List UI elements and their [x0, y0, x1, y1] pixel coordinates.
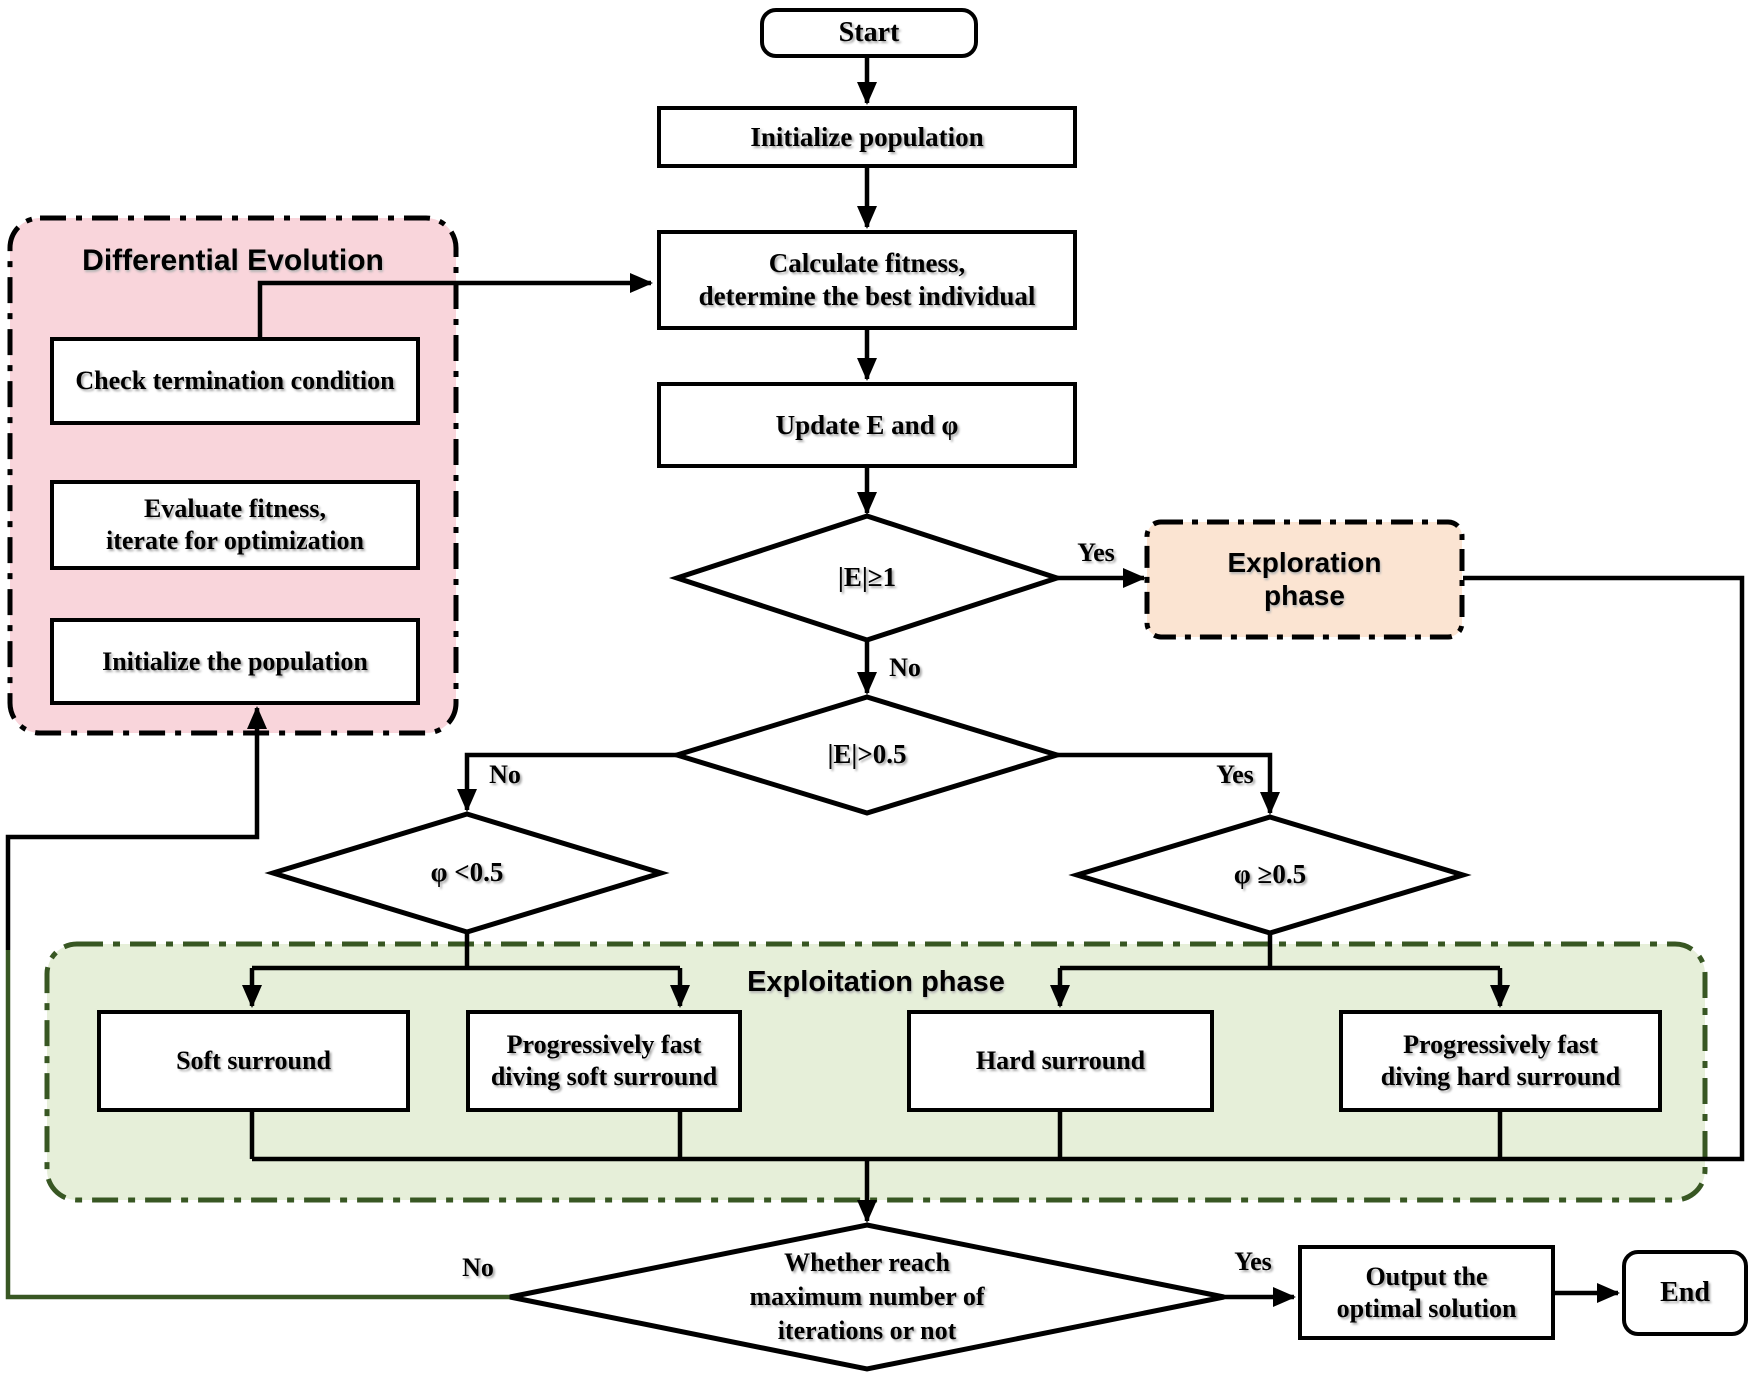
edge-e05-yes	[1057, 752, 1280, 815]
prog-soft-surround-node: Progressively fast diving soft surround	[466, 1010, 742, 1112]
e-gt-05-label: |E|>0.5	[717, 735, 1017, 775]
prog-soft-surround-line2: diving soft surround	[490, 1062, 718, 1091]
edge-phige-split	[1060, 933, 1500, 971]
e-gt-05-yes-label: Yes	[1216, 760, 1254, 789]
max-iterations-line1: Whether reach	[784, 1248, 950, 1278]
differential-evolution-title: Differential Evolution	[82, 244, 384, 277]
phi-ge-05-label: φ ≥0.5	[1120, 855, 1420, 895]
check-termination-node: Check termination condition	[50, 337, 420, 425]
edge-de-to-calc	[257, 273, 653, 337]
e-ge-1-label: |E|≥1	[717, 558, 1017, 598]
update-e-phi-node: Update E and φ	[657, 382, 1077, 468]
evaluate-fitness-line2: iterate for optimization	[106, 526, 364, 555]
start-label: Start	[838, 16, 900, 48]
soft-surround-label: Soft surround	[176, 1046, 331, 1076]
prog-hard-surround-line1: Progressively fast	[1403, 1030, 1598, 1060]
check-termination-label: Check termination condition	[75, 366, 395, 396]
output-solution-line2: optimal solution	[1336, 1293, 1517, 1323]
max-iterations-line2: maximum number of	[749, 1282, 985, 1312]
e-gt-05-text: |E|>0.5	[827, 739, 907, 770]
edge-lines	[5, 58, 1745, 1307]
calculate-fitness-node: Calculate fitness, determine the best in…	[657, 230, 1077, 330]
soft-surround-node: Soft surround	[97, 1010, 410, 1112]
e-ge-1-no-label: No	[889, 653, 921, 682]
diamond-max-iterations	[509, 1222, 1225, 1372]
exploration-phase-line2: phase	[1264, 579, 1345, 611]
initialize-the-population-label: Initialize the population	[102, 646, 368, 676]
start-node: Start	[760, 8, 978, 58]
diamond-phi-ge-05	[1068, 814, 1472, 936]
e-ge-1-yes-label: Yes	[1077, 538, 1115, 567]
evaluate-fitness-node: Evaluate fitness, iterate for optimizati…	[50, 480, 420, 570]
exploration-phase-group	[1144, 519, 1465, 640]
edge-philt-split	[252, 932, 680, 971]
edge-exploration-to-collector	[252, 575, 1745, 1162]
max-iterations-line3: iterations or not	[777, 1315, 957, 1345]
iteration-yes-label: Yes	[1234, 1247, 1272, 1276]
initialize-the-population-node: Initialize the population	[50, 618, 420, 705]
initialize-population-label: Initialize population	[750, 121, 984, 152]
phi-lt-05-text: φ <0.5	[430, 857, 504, 888]
hard-surround-node: Hard surround	[907, 1010, 1214, 1112]
e-ge-1-text: |E|≥1	[837, 562, 897, 593]
end-node: End	[1622, 1250, 1748, 1336]
update-e-phi-label: Update E and φ	[775, 409, 959, 440]
exploitation-phase-title: Exploitation phase	[747, 966, 1005, 998]
edge-surround-outputs	[249, 1112, 1503, 1159]
max-iterations-label: Whether reach maximum number of iteratio…	[617, 1246, 1117, 1348]
phi-ge-05-text: φ ≥0.5	[1233, 859, 1307, 890]
calculate-fitness-line2: determine the best individual	[698, 281, 1036, 311]
edge-loop-to-de	[5, 706, 267, 950]
exploration-phase-box: Exploration phase	[1147, 522, 1462, 637]
output-solution-line1: Output the	[1365, 1261, 1488, 1291]
exploration-phase-line1: Exploration	[1227, 547, 1382, 579]
prog-hard-surround-node: Progressively fast diving hard surround	[1339, 1010, 1662, 1112]
evaluate-fitness-line1: Evaluate fitness,	[144, 494, 326, 524]
edge-iteration-no-loop	[5, 950, 510, 1300]
diamond-e-gt-05	[668, 694, 1066, 816]
prog-soft-surround-line1: Progressively fast	[506, 1030, 702, 1060]
initialize-population-node: Initialize population	[657, 106, 1077, 168]
diamond-phi-lt-05	[264, 811, 670, 935]
end-label: End	[1660, 1276, 1710, 1308]
diamond-e-ge-1	[668, 513, 1066, 643]
iteration-no-label: No	[462, 1253, 494, 1282]
output-solution-node: Output the optimal solution	[1298, 1245, 1555, 1340]
decision-diamonds	[264, 513, 1472, 1372]
prog-hard-surround-line2: diving hard surround	[1380, 1062, 1621, 1091]
edge-e05-no	[457, 752, 677, 812]
calculate-fitness-line1: Calculate fitness,	[768, 248, 966, 279]
hard-surround-label: Hard surround	[975, 1046, 1146, 1076]
e-gt-05-no-label: No	[489, 760, 521, 789]
phi-lt-05-label: φ <0.5	[317, 853, 617, 893]
